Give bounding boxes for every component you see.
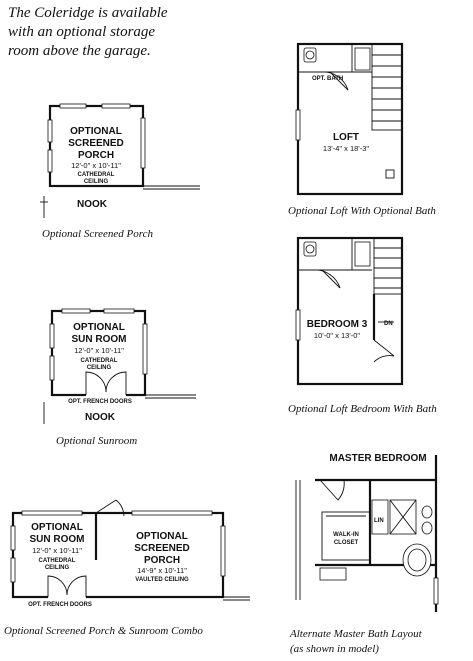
combo-porch-label-1: OPTIONAL bbox=[136, 531, 188, 542]
loft-bedroom-room-label: BEDROOM 3 bbox=[307, 319, 368, 330]
combo-window bbox=[21, 510, 83, 516]
combo-sunroom-label-1: OPTIONAL bbox=[31, 522, 83, 533]
combo-plan: OPTIONAL SUN ROOM 12'-0" x 10'-11" CATHE… bbox=[10, 499, 250, 608]
master-bath-plan: MASTER BEDROOM LIN WALK-IN CLOSET bbox=[295, 453, 439, 612]
screened-porch-plan: OPTIONAL SCREENED PORCH 12'-0" x 10'-11"… bbox=[40, 103, 200, 218]
sunroom-french-door-left bbox=[85, 371, 107, 395]
sunroom-doors-label: OPT. FRENCH DOORS bbox=[68, 399, 132, 405]
loft-bath-label: OPT. BATH bbox=[312, 76, 343, 82]
loft-access-hatch bbox=[385, 169, 395, 179]
sunroom-window bbox=[61, 308, 91, 314]
sunroom-window bbox=[103, 308, 135, 314]
combo-sunroom-note-1: CATHEDRAL bbox=[39, 558, 76, 564]
master-shower-x bbox=[389, 499, 417, 535]
sunroom-caption: Optional Sunroom bbox=[56, 435, 138, 447]
combo-french-door-left bbox=[47, 575, 68, 597]
loft-bedroom-bath-door-swing bbox=[313, 269, 341, 289]
sunroom-window bbox=[49, 355, 55, 381]
loft-bedroom-stairs bbox=[373, 237, 403, 295]
loft-bedroom-door-swing bbox=[373, 355, 395, 363]
combo-porch-label-3: PORCH bbox=[144, 555, 180, 566]
combo-door-swing bbox=[115, 499, 125, 517]
porch-window bbox=[47, 149, 53, 173]
master-toilet-room bbox=[319, 567, 347, 581]
sunroom-nook-label: NOOK bbox=[85, 412, 116, 423]
sunroom-ceiling-note-1: CATHEDRAL bbox=[81, 358, 118, 364]
sunroom-window bbox=[49, 323, 55, 349]
loft-bedroom-bath-door bbox=[321, 269, 341, 289]
porch-window bbox=[59, 103, 87, 109]
loft-caption: Optional Loft With Optional Bath bbox=[288, 205, 436, 217]
loft-stairs bbox=[371, 43, 403, 131]
master-sink bbox=[421, 505, 433, 519]
master-window bbox=[433, 577, 439, 605]
intro-text: The Coleridge is available with an optio… bbox=[8, 4, 208, 61]
porch-window bbox=[101, 103, 131, 109]
master-sink bbox=[421, 521, 433, 535]
loft-bedroom-window bbox=[295, 309, 301, 341]
sunroom-plan: OPTIONAL SUN ROOM 12'-0" x 10'-11" CATHE… bbox=[43, 308, 196, 424]
loft-bedroom-dn-label: DN bbox=[384, 321, 393, 327]
loft-bedroom-door bbox=[373, 339, 395, 357]
combo-porch-note: VAULTED CEILING bbox=[135, 577, 189, 583]
combo-window bbox=[10, 525, 16, 551]
master-linen-label: LIN bbox=[374, 518, 384, 524]
loft-bedroom-plan: DN BEDROOM 3 10'-0" x 13'-0" bbox=[295, 236, 404, 386]
combo-french-door-right bbox=[66, 575, 87, 597]
loft-sink-basin bbox=[305, 50, 315, 60]
master-caption-line-2: (as shown in model) bbox=[290, 643, 379, 655]
porch-window bbox=[140, 117, 146, 169]
sunroom-ceiling-note-2: CEILING bbox=[87, 365, 112, 371]
intro-line-2: with an optional storage bbox=[8, 24, 156, 40]
loft-dimensions: 13'-4" x 18'-3" bbox=[323, 144, 369, 153]
combo-door-line bbox=[95, 499, 117, 514]
combo-window bbox=[220, 525, 226, 577]
sunroom-room-label-2: SUN ROOM bbox=[72, 334, 127, 345]
combo-sunroom-dimensions: 12'-0" x 10'-11" bbox=[32, 546, 82, 555]
master-title-label: MASTER BEDROOM bbox=[329, 453, 426, 464]
sunroom-room-label-1: OPTIONAL bbox=[73, 322, 125, 333]
loft-bath-door-swing bbox=[321, 71, 349, 91]
loft-bedroom-dimensions: 10'-0" x 13'-0" bbox=[314, 331, 360, 340]
combo-porch-label-2: SCREENED bbox=[134, 543, 190, 554]
combo-porch-dimensions: 14'-9" x 10'-11" bbox=[137, 566, 187, 575]
sunroom-window bbox=[142, 323, 148, 375]
porch-room-label-3: PORCH bbox=[78, 150, 114, 161]
loft-bedroom-walls bbox=[296, 236, 404, 386]
master-caption-line-1: Alternate Master Bath Layout bbox=[290, 628, 422, 640]
combo-sunroom-label-2: SUN ROOM bbox=[30, 534, 85, 545]
sunroom-dimensions: 12'-0" x 10'-11" bbox=[74, 346, 124, 355]
master-closet bbox=[321, 511, 371, 561]
loft-window bbox=[295, 109, 301, 141]
intro-line-1: The Coleridge is available bbox=[8, 5, 168, 21]
loft-bedroom-shower bbox=[354, 241, 371, 267]
screened-porch-caption: Optional Screened Porch bbox=[42, 228, 153, 240]
sunroom-french-door-right bbox=[105, 371, 127, 395]
loft-plan: OPT. BATH LOFT 13'-4" x 18'-3" bbox=[295, 42, 404, 196]
master-closet-label-1: WALK-IN bbox=[333, 532, 359, 538]
porch-nook-label: NOOK bbox=[77, 199, 108, 210]
master-closet-label-2: CLOSET bbox=[334, 540, 359, 546]
combo-caption: Optional Screened Porch & Sunroom Combo bbox=[4, 625, 203, 637]
porch-ceiling-note-1: CATHEDRAL bbox=[78, 172, 115, 178]
loft-bedroom-caption: Optional Loft Bedroom With Bath bbox=[288, 403, 437, 415]
master-tub-inner bbox=[407, 548, 427, 572]
combo-sunroom-note-2: CEILING bbox=[45, 565, 70, 571]
porch-ceiling-note-2: CEILING bbox=[84, 179, 109, 185]
loft-bedroom-sink-basin bbox=[305, 244, 315, 254]
combo-window bbox=[131, 510, 213, 516]
master-entry-door bbox=[319, 479, 345, 501]
intro-line-3: room above the garage. bbox=[8, 43, 151, 59]
porch-dimensions: 12'-0" x 10'-11" bbox=[71, 161, 121, 170]
loft-shower bbox=[354, 47, 371, 71]
combo-window bbox=[10, 557, 16, 583]
combo-doors-label: OPT. FRENCH DOORS bbox=[28, 602, 92, 608]
master-linen bbox=[371, 499, 389, 535]
loft-bath-door bbox=[329, 71, 349, 91]
loft-room-label: LOFT bbox=[333, 132, 359, 143]
porch-window bbox=[47, 119, 53, 143]
porch-room-label-1: OPTIONAL bbox=[70, 126, 122, 137]
porch-room-label-2: SCREENED bbox=[68, 138, 124, 149]
